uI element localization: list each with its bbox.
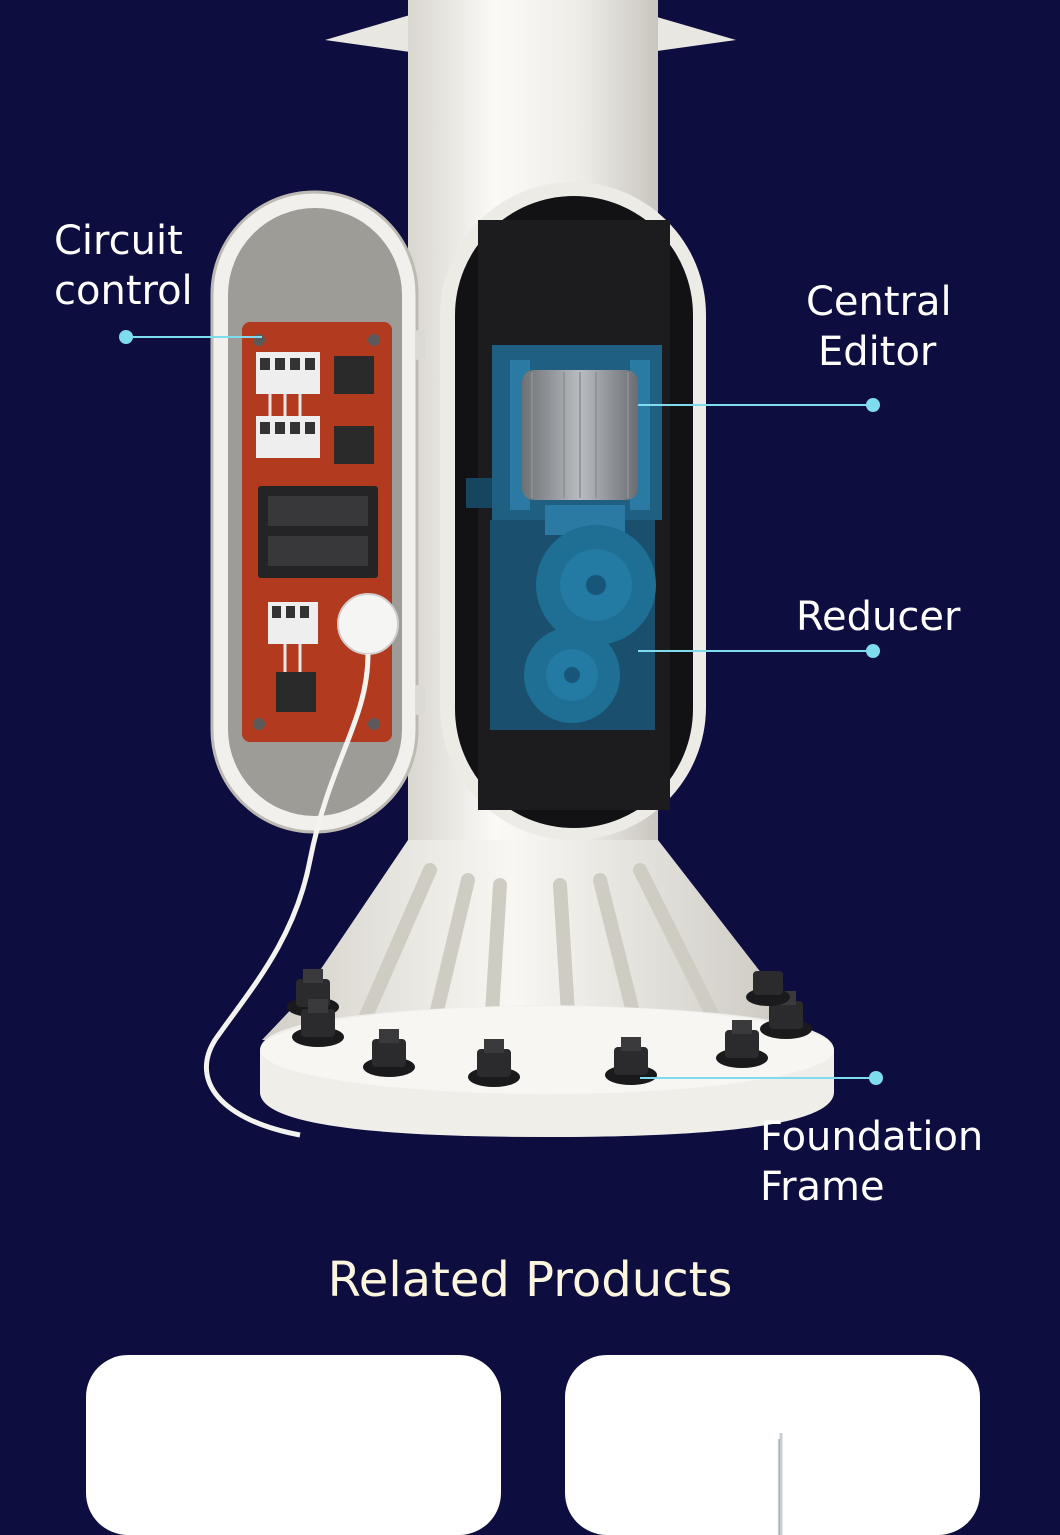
callout-dot-central-editor [866, 398, 880, 412]
foundation-bolts [287, 969, 812, 1087]
callout-central-editor: Central Editor [806, 277, 952, 377]
sensor-puck [337, 593, 399, 655]
callout-foundation-frame-line2: Frame [760, 1164, 885, 1210]
callout-foundation-frame: Foundation Frame [760, 1112, 983, 1212]
circuit-panel [242, 322, 399, 742]
winch-assembly [466, 345, 662, 730]
callout-circuit-control: Circuit control [54, 216, 193, 316]
callout-dot-circuit-control [119, 330, 133, 344]
product-thumbnail-pole [778, 1433, 783, 1535]
callout-central-editor-line2: Editor [818, 329, 937, 375]
product-diagram: Circuit control Central Editor Reducer F… [54, 0, 983, 1212]
pole-illustration [119, 0, 883, 1138]
callout-circuit-control-line2: control [54, 268, 193, 314]
callout-circuit-control-line1: Circuit [54, 218, 183, 264]
related-product-card-1[interactable] [86, 1355, 501, 1535]
callout-dot-foundation-frame [869, 1071, 883, 1085]
power-cable [203, 653, 371, 1138]
callout-central-editor-line1: Central [806, 279, 952, 325]
base-cone [262, 840, 820, 1040]
callout-reducer: Reducer [796, 592, 960, 642]
related-product-card-2[interactable] [565, 1355, 980, 1535]
callout-lines [126, 336, 876, 1079]
callout-foundation-frame-line1: Foundation [760, 1114, 984, 1160]
callout-reducer-line1: Reducer [796, 594, 961, 640]
callout-dot-reducer [866, 644, 880, 658]
related-products-heading: Related Products [327, 1252, 733, 1308]
